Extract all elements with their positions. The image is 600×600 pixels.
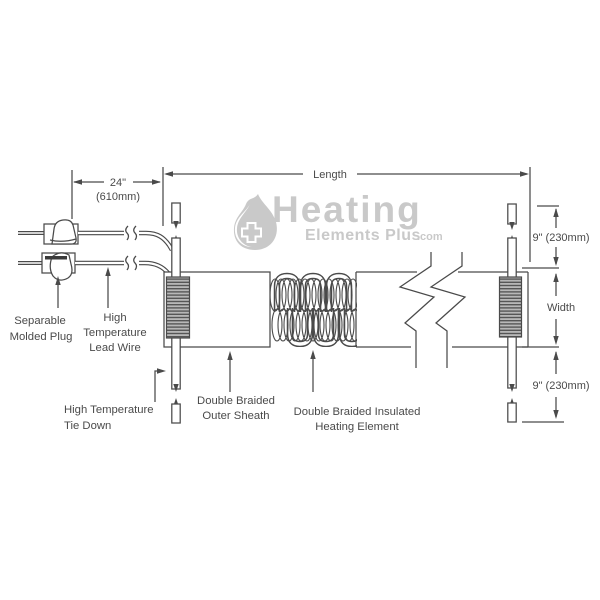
watermark-brand-tld: .com (417, 231, 443, 243)
braid-termination-left (165, 276, 191, 339)
lead-length-metric-label: (610mm) (96, 191, 140, 203)
watermark-brand-sub: Elements Plus (305, 227, 421, 244)
flame-highlight (234, 204, 252, 247)
terminal-rod-left (165, 202, 191, 424)
molded-plug-upper (18, 219, 79, 245)
heating-element-label-line2: Heating Element (315, 421, 399, 433)
plug-boot (49, 252, 73, 281)
separable-molded-plug-label: Separable Molded Plug (10, 276, 73, 343)
watermark-brand: Heating (272, 189, 422, 230)
lead-length-dimension: 24" (610mm) (71, 170, 161, 219)
tie-down-label-line2: Tie Down (64, 420, 111, 432)
length-label: Length (313, 169, 347, 181)
plus-icon (241, 222, 262, 243)
braid-termination-right (498, 276, 523, 338)
plug-label-line1: Separable (14, 315, 66, 327)
plug-label-line2: Molded Plug (10, 331, 73, 343)
tie-down-label-line1: High Temperature (64, 404, 154, 416)
lead-wire-label-line1: High (103, 312, 126, 324)
coil-row-upper (270, 278, 357, 312)
outer-sheath-label-line1: Double Braided (197, 395, 275, 407)
outer-sheath-label: Double Braided Outer Sheath (197, 351, 275, 422)
length-dimension: Length (162, 167, 531, 262)
molded-plug-lower (18, 252, 76, 281)
outer-sheath-right (355, 271, 529, 348)
heating-element-coils (270, 272, 357, 347)
plug-boot (51, 219, 77, 245)
terminal-rod-right (498, 203, 523, 423)
heating-element-label-line1: Double Braided Insulated (294, 406, 421, 418)
tail-bottom-dimension: 9" (230mm) (522, 351, 590, 423)
width-dimension: Width (522, 267, 575, 348)
heating-element-label: Double Braided Insulated Heating Element (294, 350, 421, 433)
lead-wires (75, 225, 174, 280)
lead-length-label: 24" (110, 177, 126, 189)
tie-down-label: High Temperature Tie Down (64, 368, 166, 432)
tail-bottom-label: 9" (230mm) (532, 380, 589, 392)
tail-top-dimension: 9" (230mm) (532, 205, 590, 266)
lead-wire-label-line3: Lead Wire (89, 342, 141, 354)
tail-top-label: 9" (230mm) (532, 232, 589, 244)
plug-contact-bar (45, 256, 67, 260)
width-label: Width (547, 302, 575, 314)
lead-wire-label-line2: Temperature (83, 327, 146, 339)
outer-sheath-label-line2: Outer Sheath (202, 410, 269, 422)
watermark: Heating Elements Plus .com (233, 189, 443, 250)
wire-break-marks (125, 225, 138, 271)
lead-wire-label: High Temperature Lead Wire (83, 267, 147, 354)
break-symbol (398, 252, 467, 368)
